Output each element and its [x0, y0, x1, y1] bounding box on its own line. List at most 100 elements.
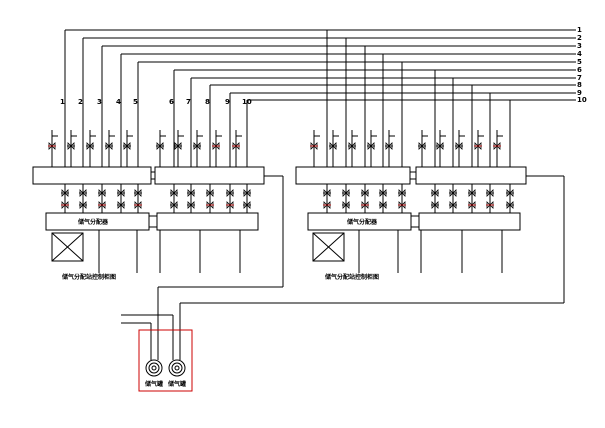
- lower-piping: [98, 175, 565, 360]
- valve-icon: [123, 142, 131, 150]
- left-control-cabinet: [51, 232, 84, 262]
- group-number: 3: [97, 98, 102, 106]
- supply-station: 储气罐 储气罐: [138, 329, 193, 392]
- valve-icon: [361, 201, 369, 209]
- valve-icon: [206, 189, 214, 197]
- valve-icon: [117, 201, 125, 209]
- valve-icon: [243, 201, 251, 209]
- group-number: 8: [205, 98, 210, 106]
- supply-frame: [138, 329, 193, 392]
- valve-icon: [455, 142, 463, 150]
- group-number: 4: [116, 98, 121, 106]
- line-number: 6: [577, 66, 582, 74]
- valves: [48, 130, 514, 213]
- valve-icon: [134, 189, 142, 197]
- valve-icon: [134, 201, 142, 209]
- valve-icon: [431, 189, 439, 197]
- valve-icon: [105, 142, 113, 150]
- valve-icon: [379, 201, 387, 209]
- valve-icon: [468, 201, 476, 209]
- valve-icon: [385, 142, 393, 150]
- valve-icon: [117, 189, 125, 197]
- valve-icon: [61, 201, 69, 209]
- left-tank-icon: [145, 359, 163, 377]
- right-tank-label: 储气罐: [167, 380, 186, 388]
- valve-icon: [226, 201, 234, 209]
- valve-icon: [323, 201, 331, 209]
- group-number: 10: [242, 98, 252, 106]
- left-lower-manifold: 储气分配器: [45, 212, 259, 231]
- right-caption: 储气分配站控制柜图: [324, 273, 379, 281]
- valve-icon: [243, 189, 251, 197]
- line-number: 7: [577, 74, 582, 82]
- valve-icon: [48, 142, 56, 150]
- left-manifold-label: 储气分配器: [77, 218, 109, 226]
- valve-icon: [187, 201, 195, 209]
- valve-icon: [486, 201, 494, 209]
- valve-icon: [187, 189, 195, 197]
- valve-icon: [474, 142, 482, 150]
- valve-icon: [468, 189, 476, 197]
- valve-icon: [67, 142, 75, 150]
- valve-icon: [98, 201, 106, 209]
- group-number: 5: [133, 98, 138, 106]
- valve-icon: [398, 189, 406, 197]
- valve-icon: [379, 189, 387, 197]
- valve-icon: [486, 189, 494, 197]
- line-number: 10: [577, 96, 587, 104]
- valve-icon: [61, 189, 69, 197]
- valve-icon: [398, 201, 406, 209]
- group-number: 7: [186, 98, 191, 106]
- valve-icon: [98, 189, 106, 197]
- valve-icon: [449, 201, 457, 209]
- valve-icon: [170, 189, 178, 197]
- line-number: 4: [577, 50, 582, 58]
- right-lower-manifold: 储气分配器: [307, 212, 521, 231]
- valve-icon: [232, 142, 240, 150]
- valve-icon: [342, 189, 350, 197]
- valve-icon: [418, 142, 426, 150]
- valve-icon: [367, 142, 375, 150]
- valve-icon: [431, 201, 439, 209]
- valve-icon: [329, 142, 337, 150]
- group-number: 6: [169, 98, 174, 106]
- valve-icon: [310, 142, 318, 150]
- valve-icon: [156, 142, 164, 150]
- valve-icon: [193, 142, 201, 150]
- header-lines: [64, 29, 576, 167]
- valve-icon: [436, 142, 444, 150]
- valve-icon: [449, 189, 457, 197]
- right-manifold-label: 储气分配器: [346, 218, 378, 226]
- valve-icon: [348, 142, 356, 150]
- valve-icon: [226, 189, 234, 197]
- line-number: 9: [577, 89, 582, 97]
- valve-icon: [170, 201, 178, 209]
- valve-icon: [206, 201, 214, 209]
- valve-icon: [86, 142, 94, 150]
- valve-icon: [212, 142, 220, 150]
- valve-icon: [506, 189, 514, 197]
- line-number: 1: [577, 26, 582, 34]
- valve-icon: [174, 142, 182, 150]
- valve-icon: [323, 189, 331, 197]
- left-upper-manifold: [32, 166, 265, 185]
- right-control-cabinet: [312, 232, 345, 262]
- line-number: 3: [577, 42, 582, 50]
- right-tank-icon: [168, 359, 186, 377]
- valve-icon: [361, 189, 369, 197]
- valve-icon: [342, 201, 350, 209]
- right-upper-manifold: [295, 166, 527, 185]
- line-number: 8: [577, 81, 582, 89]
- group-number: 1: [60, 98, 65, 106]
- valve-icon: [506, 201, 514, 209]
- group-number: 9: [225, 98, 230, 106]
- valve-icon: [493, 142, 501, 150]
- line-number: 2: [577, 34, 582, 42]
- left-caption: 储气分配站控制柜图: [61, 273, 116, 281]
- valve-icon: [79, 201, 87, 209]
- group-number: 2: [78, 98, 83, 106]
- valve-icon: [79, 189, 87, 197]
- line-number: 5: [577, 58, 582, 66]
